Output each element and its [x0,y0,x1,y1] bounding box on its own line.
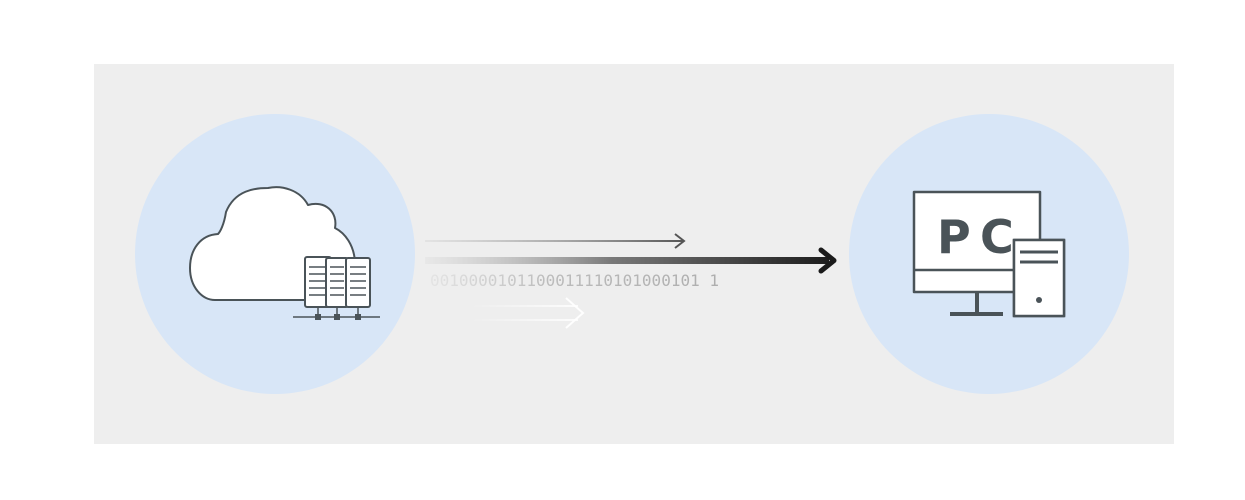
pc-tower-front [1012,238,1066,318]
main-transfer-arrow [425,247,837,274]
thin-transfer-arrow [425,233,686,249]
server-rack-icon [293,256,380,320]
pc-label-letter-c: C [980,210,1014,264]
pc-label-letter-p: P [937,210,971,264]
binary-data-stream: 0010000101100011110101000101 1 [430,271,719,290]
faint-transfer-arrow [470,297,585,329]
cloud-server-icon [189,186,380,320]
